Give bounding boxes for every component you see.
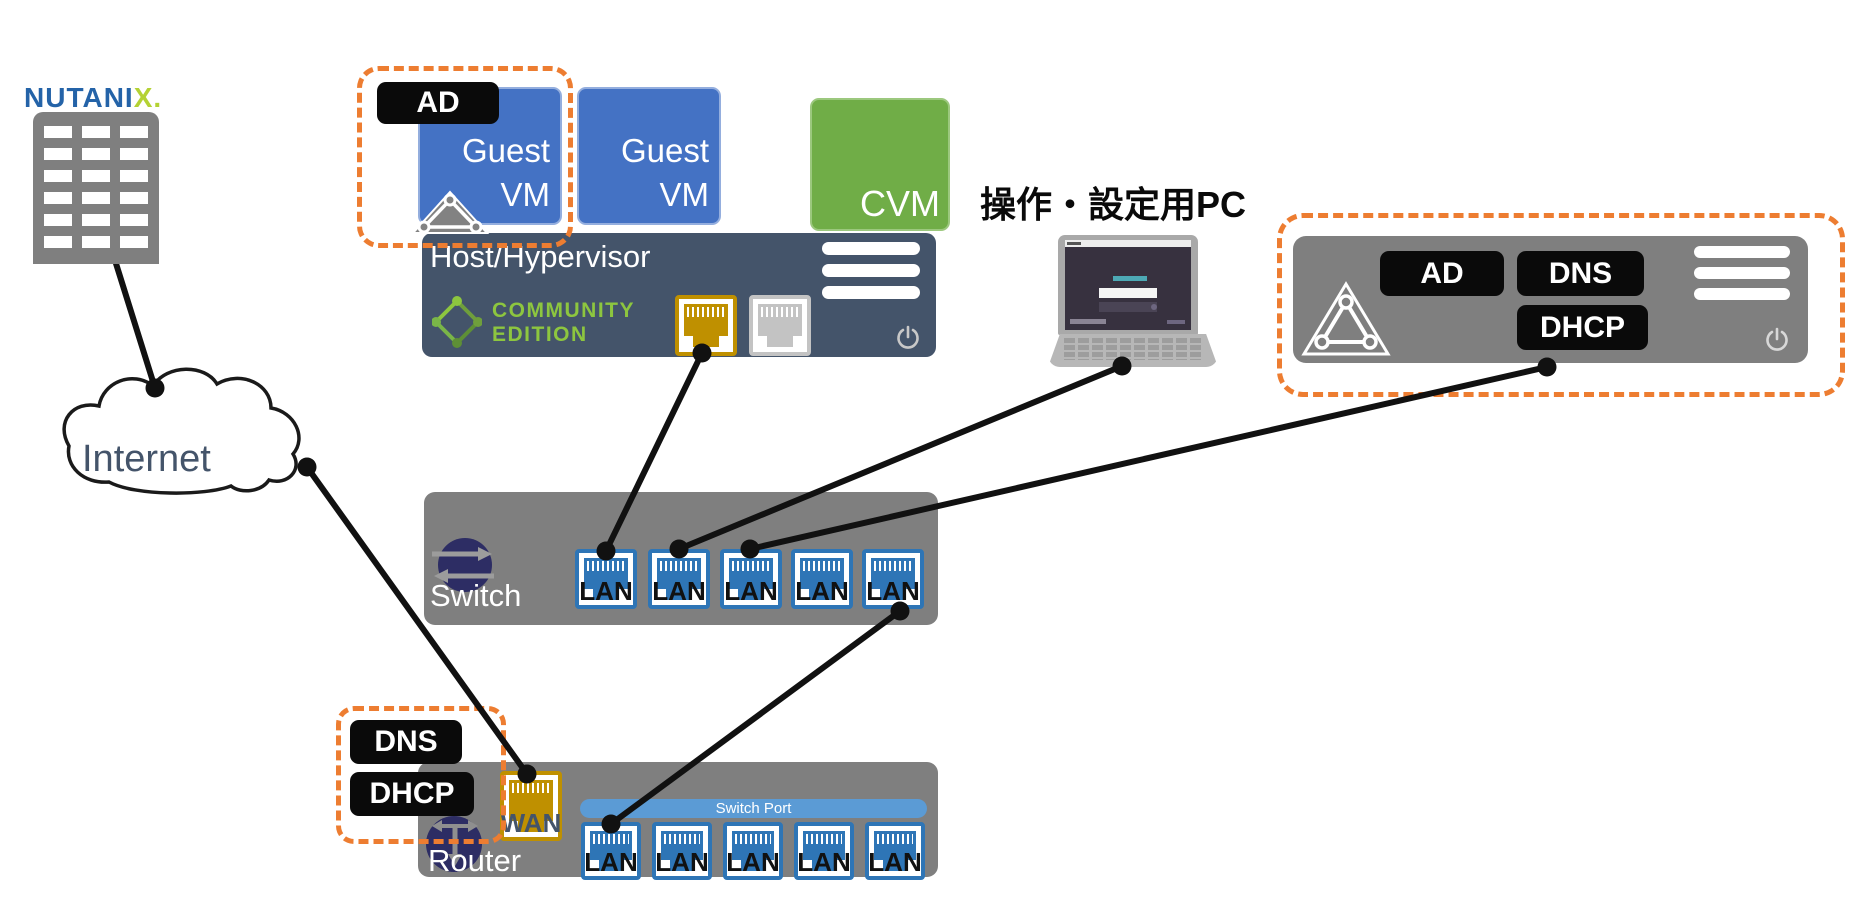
cvm-label: CVM [860, 183, 940, 224]
host-vent-bar [822, 264, 920, 277]
server-dhcp-label: DHCP [1539, 310, 1625, 344]
host-nic-port-unused-icon [749, 295, 811, 356]
router-lan-port-2: LAN [652, 822, 712, 880]
server-vent-bar [1694, 288, 1790, 300]
switch-lan-port-2: LAN [648, 549, 710, 609]
switch-lan-port-4: LAN [791, 549, 853, 609]
pc-label: 操作・設定用PC [980, 184, 1247, 225]
router-wan-label: WAN [500, 808, 562, 838]
host-vent-bar [822, 286, 920, 299]
router-lan-label: LAN [868, 847, 922, 877]
community-line: COMMUNITY [492, 299, 635, 322]
switch-port-bar-label: Switch Port [715, 800, 792, 817]
router-lan-port-4: LAN [794, 822, 854, 880]
ad-vm-highlight [357, 66, 573, 248]
internet-label: Internet [82, 438, 211, 480]
guest-vm-line2: VM [659, 176, 710, 213]
server-dns-badge: DNS [1517, 251, 1644, 296]
ahv-triangle-icon [410, 190, 490, 234]
community-edition-icon [432, 296, 482, 348]
ad-badge-vm-label: AD [416, 86, 460, 119]
router-dhcp-label: DHCP [369, 777, 455, 810]
server-dhcp-badge: DHCP [1517, 305, 1648, 350]
guest-vm-line1: Guest [620, 132, 709, 169]
cvm-box: CVM [810, 98, 950, 231]
community-edition-wordmark: COMMUNITY EDITION [492, 299, 635, 347]
server-ad-badge: AD [1380, 251, 1504, 296]
router-lan-port-5: LAN [865, 822, 925, 880]
nutanix-wordmark-blue: NUTANI [24, 82, 134, 113]
guest-vm-ad-line2: VM [500, 176, 551, 213]
building-icon [33, 112, 159, 264]
building-windows [44, 126, 148, 248]
router-dhcp-badge: DHCP [350, 772, 474, 816]
switch-lan-label: LAN [579, 576, 633, 606]
server-ad-label: AD [1420, 256, 1464, 290]
server-dns-label: DNS [1548, 256, 1613, 290]
guest-vm-ad-line1: Guest [461, 132, 550, 169]
switch-label: Switch [430, 578, 522, 613]
switch-lan-label: LAN [866, 576, 920, 606]
router-lan-port-1: LAN [581, 822, 641, 880]
guest-vm: Guest VM [577, 87, 721, 225]
nutanix-wordmark-green: X. [133, 82, 163, 113]
laptop-icon [1040, 230, 1226, 370]
switch-lan-port-1: LAN [575, 549, 637, 609]
host-power-icon [897, 325, 919, 349]
router-dns-badge: DNS [350, 720, 462, 764]
router-lan-label: LAN [797, 847, 851, 877]
laptop-screen-bezel [1058, 235, 1198, 335]
server-vent-bar [1694, 267, 1790, 279]
host-nic-port-active-icon [675, 295, 737, 356]
switch-port-bar: Switch Port [580, 799, 927, 818]
internet-cloud [62, 367, 301, 495]
router-wan-port: WAN [500, 771, 562, 841]
router-label: Router [428, 843, 522, 878]
switch-lan-port-3: LAN [720, 549, 782, 609]
router-lan-label: LAN [584, 847, 638, 877]
switch-lan-label: LAN [795, 576, 849, 606]
router-lan-label: LAN [655, 847, 709, 877]
router-lan-label: LAN [726, 847, 780, 877]
switch-lan-port-5: LAN [862, 549, 924, 609]
server-vent-bar [1694, 246, 1790, 258]
server-triangle-icon [1301, 281, 1391, 356]
server-power-icon [1766, 327, 1788, 351]
laptop-screen [1065, 240, 1191, 330]
router-lan-port-3: LAN [723, 822, 783, 880]
switch-lan-label: LAN [724, 576, 778, 606]
laptop-keyboard [1048, 334, 1218, 367]
host-vent-bar [822, 242, 920, 255]
edition-line: EDITION [492, 323, 588, 346]
ad-server-highlight [1277, 213, 1845, 397]
nutanix-wordmark: NUTANIX. [24, 82, 162, 114]
ad-badge-vm: AD [377, 82, 499, 124]
switch-lan-label: LAN [652, 576, 706, 606]
router-dns-label: DNS [374, 725, 438, 758]
